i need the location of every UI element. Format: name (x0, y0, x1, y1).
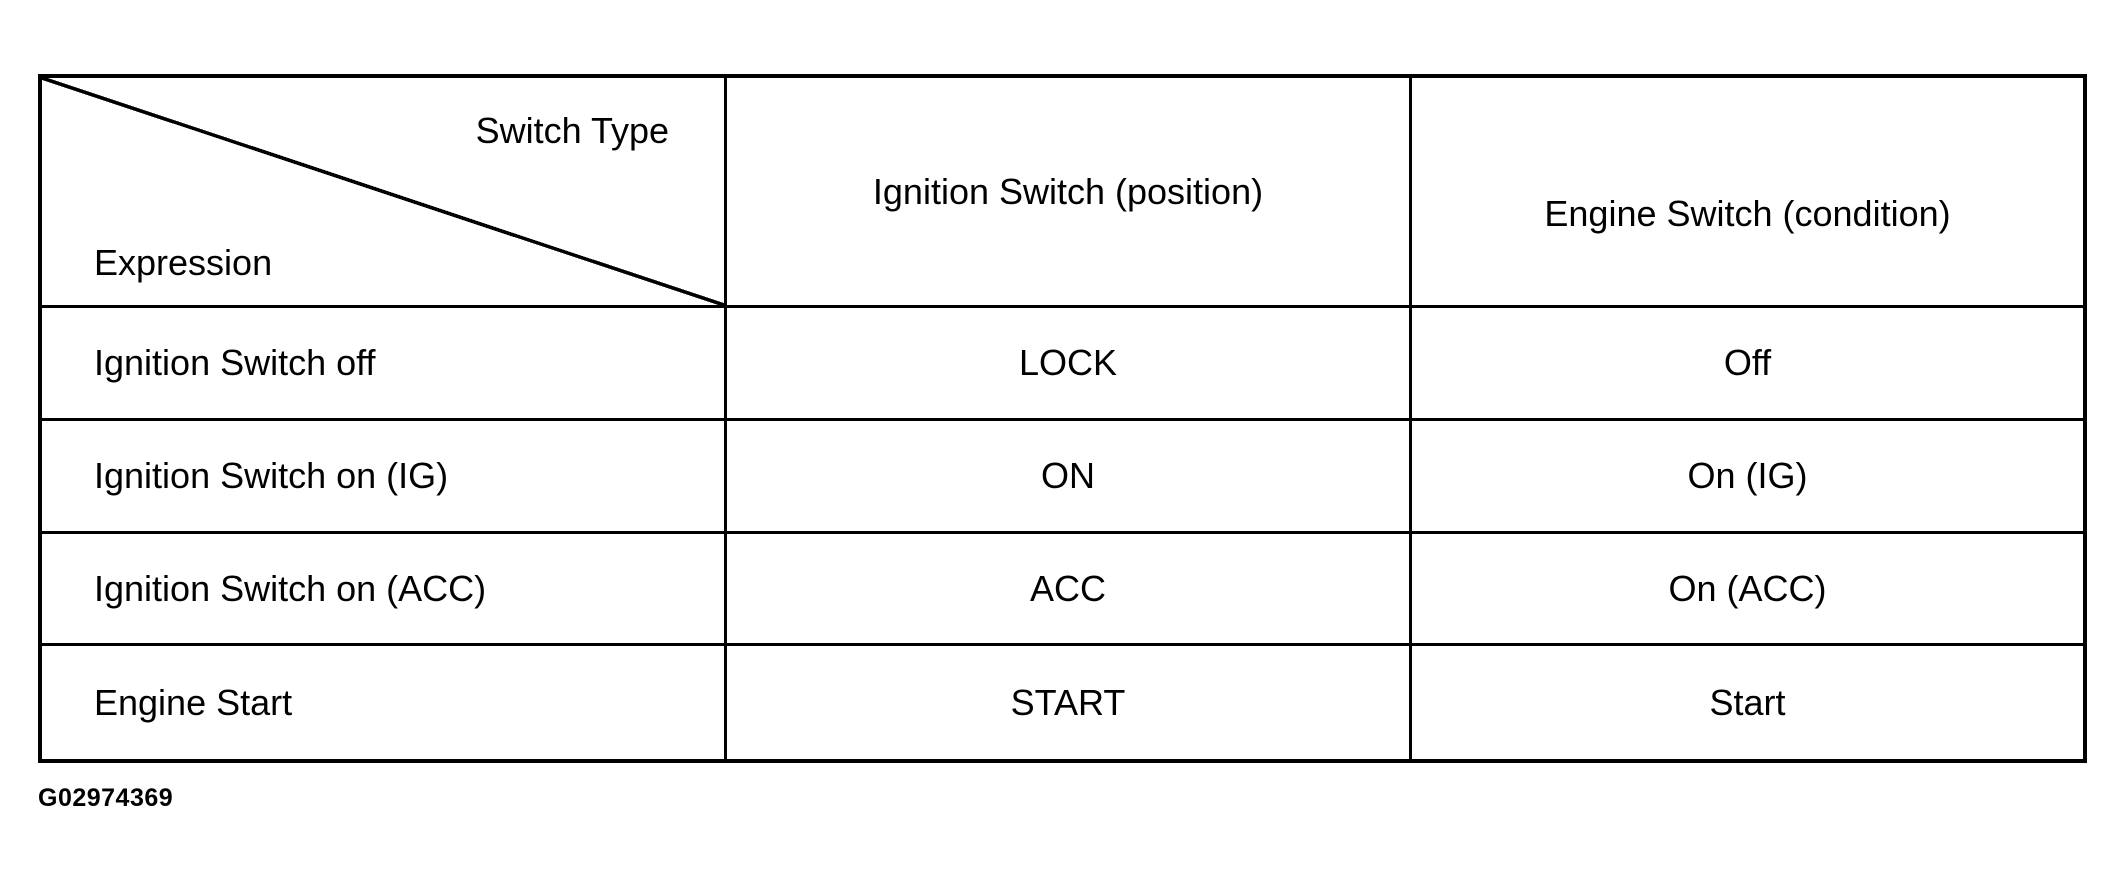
figure-id-caption: G02974369 (38, 784, 174, 812)
corner-label-expression: Expression (94, 241, 273, 283)
column-header-ignition-switch-position: Ignition Switch (position) (727, 78, 1412, 308)
row-label-ignition-switch-on-acc: Ignition Switch on (ACC) (42, 533, 727, 647)
diagonal-divider-line (42, 78, 724, 305)
switch-type-table: Switch Type Expression Ignition Switch (… (38, 74, 2087, 763)
cell-value: On (ACC) (1668, 567, 1827, 609)
cell-ignition-position-acc: ACC (727, 533, 1412, 647)
cell-value: START (1010, 681, 1126, 723)
cell-value: ACC (1029, 567, 1106, 609)
cell-ignition-position-on: ON (727, 420, 1412, 534)
cell-value: Off (1723, 342, 1772, 384)
cell-engine-condition-on-ig: On (IG) (1412, 421, 2083, 534)
row-label-text: Ignition Switch on (IG) (94, 454, 449, 496)
cell-value: Start (1709, 681, 1786, 723)
corner-header-cell: Switch Type Expression (42, 78, 727, 308)
column-header-label: Ignition Switch (position) (872, 170, 1264, 212)
cell-engine-condition-off: Off (1412, 308, 2083, 421)
row-label-engine-start: Engine Start (42, 646, 727, 759)
column-header-label: Engine Switch (condition) (1544, 192, 1951, 234)
corner-label-switch-type: Switch Type (475, 110, 669, 151)
row-label-ignition-switch-on-ig: Ignition Switch on (IG) (42, 420, 727, 534)
cell-value: On (IG) (1687, 454, 1808, 496)
row-label-ignition-switch-off: Ignition Switch off (42, 308, 727, 421)
cell-ignition-position-lock: LOCK (727, 308, 1412, 421)
cell-value: LOCK (1018, 342, 1118, 384)
row-label-text: Ignition Switch off (94, 342, 376, 384)
row-label-text: Ignition Switch on (ACC) (94, 567, 487, 609)
row-label-text: Engine Start (94, 681, 293, 723)
cell-engine-condition-on-acc: On (ACC) (1412, 534, 2083, 647)
cell-engine-condition-start: Start (1412, 646, 2083, 759)
cell-value: ON (1041, 454, 1095, 496)
cell-ignition-position-start: START (727, 646, 1412, 759)
column-header-engine-switch-condition: Engine Switch (condition) (1412, 78, 2083, 308)
